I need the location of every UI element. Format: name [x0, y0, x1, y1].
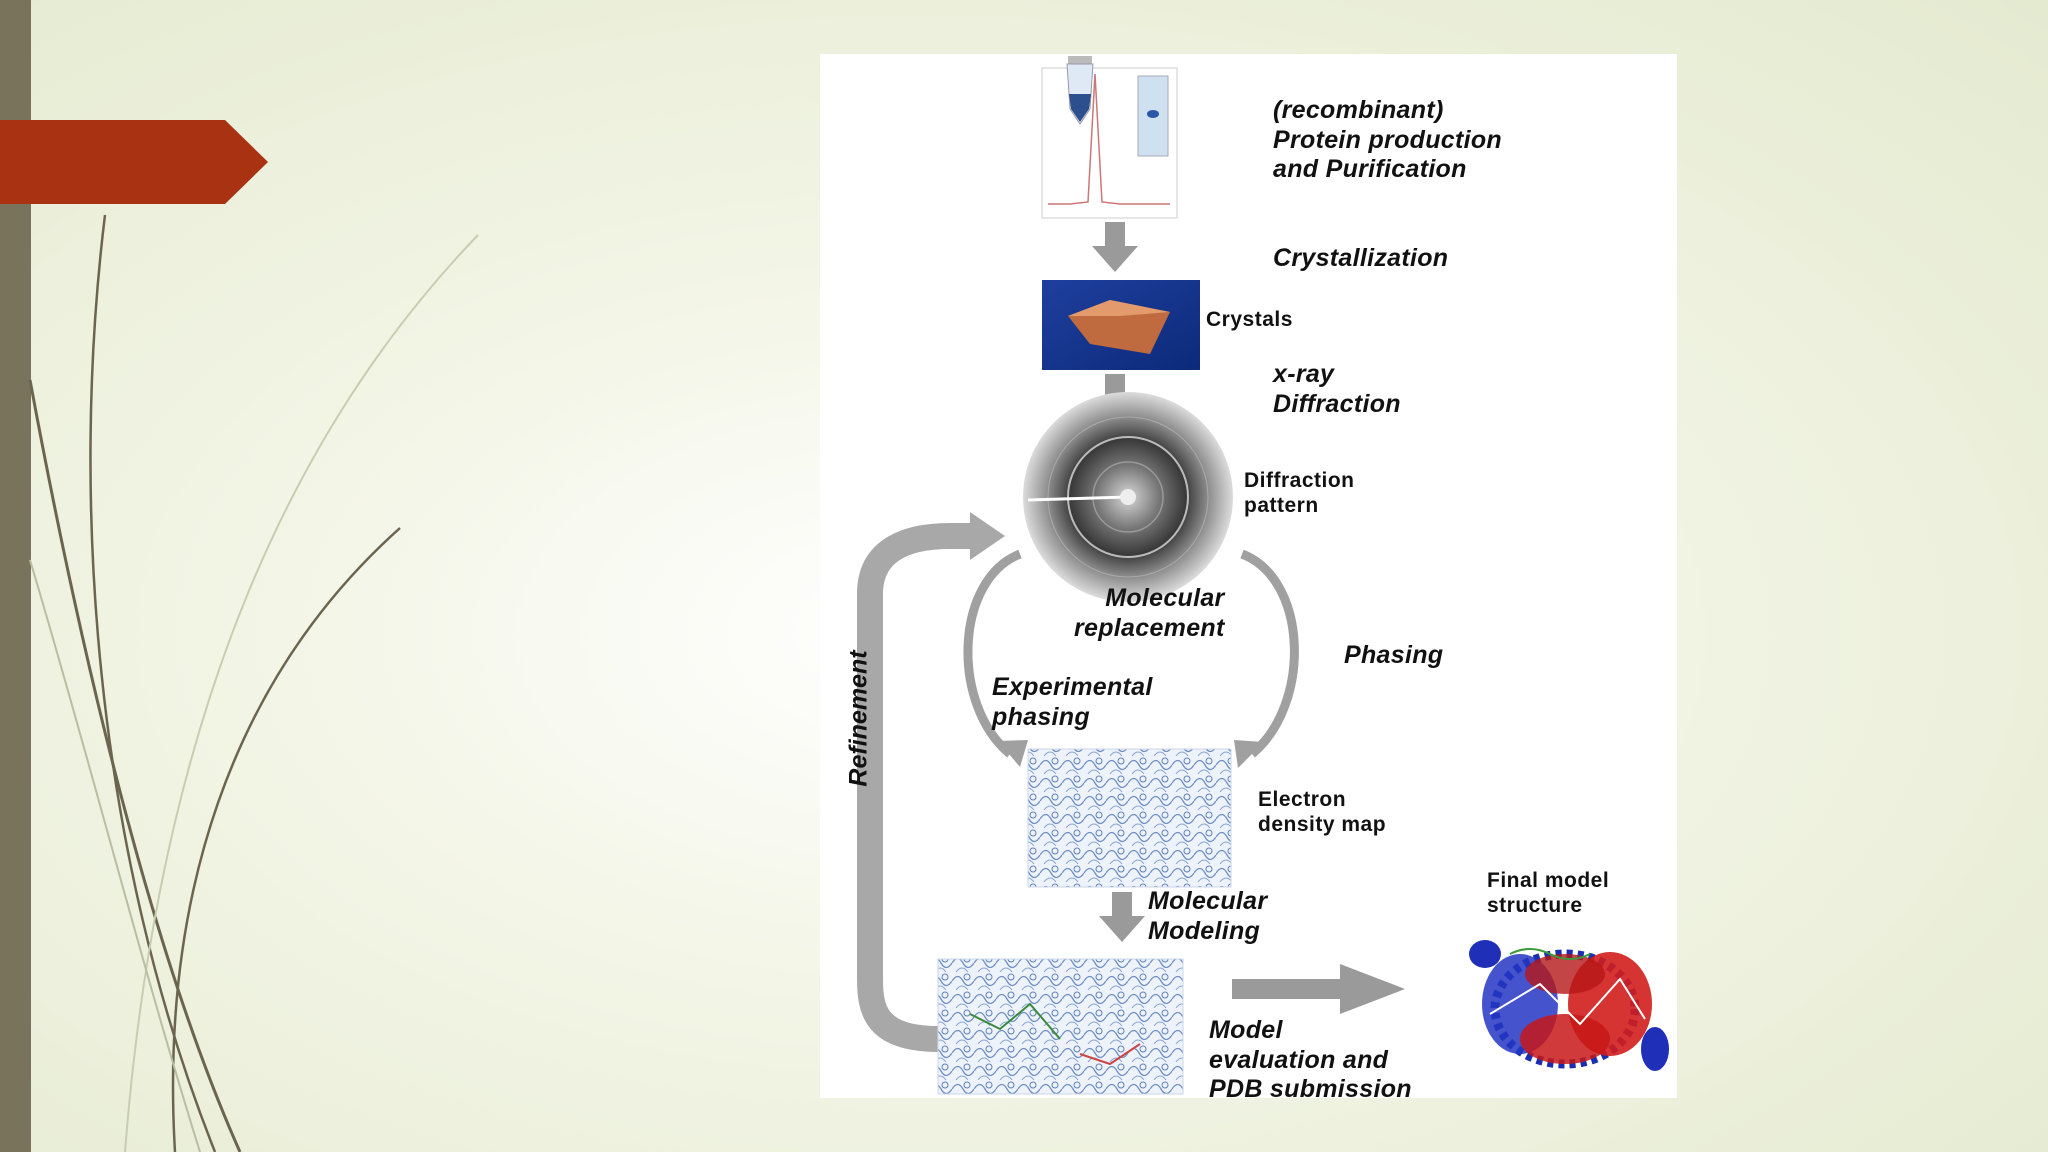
molecular-replacement-label: Molecular replacement [1074, 584, 1225, 642]
crystal-image [1042, 280, 1200, 370]
crystallography-workflow-diagram: (recombinant) Protein production and Pur… [820, 54, 1677, 1103]
final-model-structure-image [1469, 940, 1669, 1071]
xray-diffraction-label: x-ray Diffraction [1273, 360, 1401, 418]
protein-purification-image [1041, 56, 1178, 219]
workflow-artwork [857, 56, 1669, 1095]
phasing-label: Phasing [1344, 641, 1444, 669]
final-model-structure-label: Final model structure [1487, 869, 1610, 917]
diffraction-pattern-label: Diffraction pattern [1244, 469, 1355, 517]
model-evaluation-label: Model evaluation and PDB submission [1209, 1016, 1412, 1103]
model-evaluation-image [937, 958, 1184, 1095]
protein-production-label: (recombinant) Protein production and Pur… [1273, 96, 1502, 183]
crystallization-label: Crystallization [1273, 244, 1449, 272]
electron-density-map-image [1027, 748, 1232, 888]
diffraction-pattern-image [1023, 392, 1233, 602]
molecular-modeling-label: Molecular Modeling [1148, 887, 1268, 945]
electron-density-map-label: Electron density map [1258, 788, 1387, 836]
refinement-loop-arrow [857, 523, 980, 1052]
refinement-label: Refinement [844, 650, 873, 787]
crystals-label: Crystals [1206, 308, 1293, 331]
experimental-phasing-label: Experimental phasing [992, 673, 1153, 731]
title-accent-arrow [0, 120, 268, 204]
decorative-swoosh-lines [28, 214, 479, 1152]
